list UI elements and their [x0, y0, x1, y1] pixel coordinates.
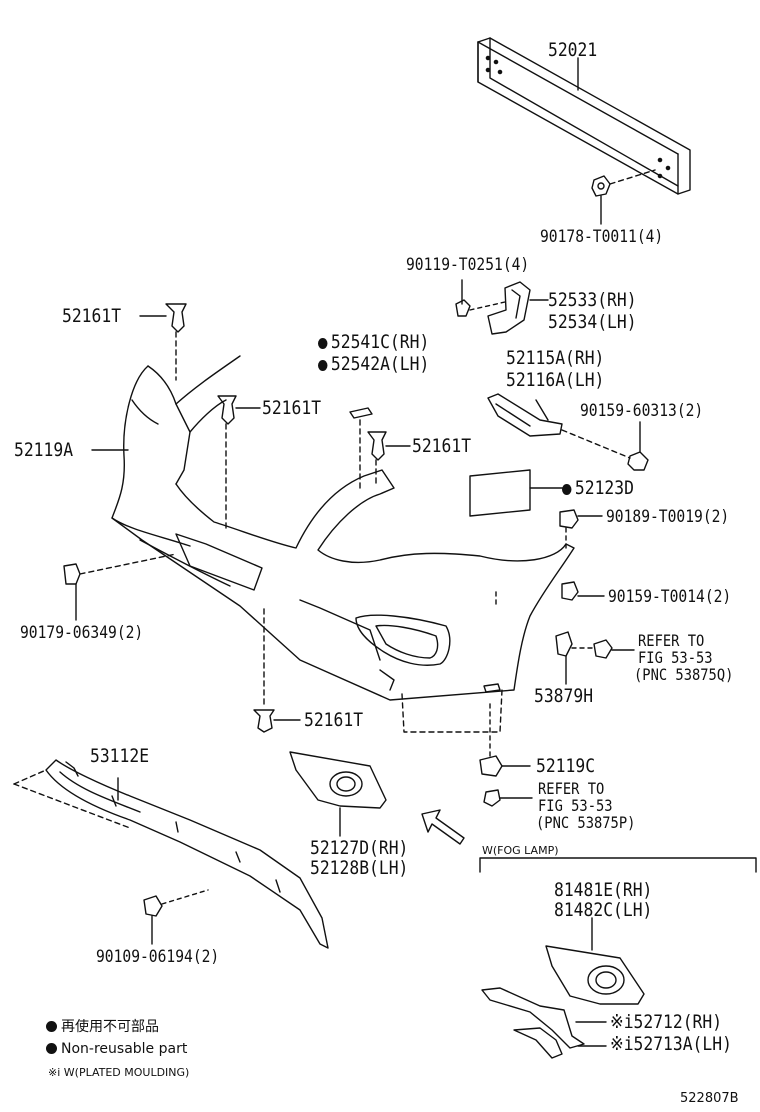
part-90119-label: 90119-T0251(4) — [406, 255, 530, 275]
clips-52161T-drawing — [139, 303, 411, 733]
legend-text-1: 再使用不可部品 — [61, 1019, 159, 1035]
part-52542-text: 52542A(LH) — [330, 353, 430, 375]
clip-90179-drawing — [63, 553, 177, 621]
part-52119C-label: 52119C — [536, 755, 596, 777]
plated-mark-1: ※i — [610, 1011, 634, 1033]
part-90109-label: 90109-06194(2) — [96, 947, 220, 967]
legend-dot-icon — [46, 1021, 57, 1032]
legend-line-english: Non-reusable part — [46, 1040, 187, 1058]
refer-fig-label-1-line3: (PNC 53875Q) — [634, 665, 734, 684]
direction-arrow-drawing — [421, 809, 465, 845]
part-52542-label: 52542A(LH) — [318, 354, 429, 374]
lower-grille-53112E-drawing — [13, 759, 329, 949]
bracket-52541-drawing — [349, 407, 373, 489]
legend-dot-icon — [46, 1043, 57, 1054]
part-52541-label: 52541C(RH) — [318, 332, 429, 352]
part-81482-label: 81482C(LH) — [554, 899, 653, 921]
fog-lamp-group-frame — [479, 857, 757, 873]
moulding-52712-drawing — [481, 987, 607, 1059]
bracket-53879-drawing — [555, 631, 635, 685]
part-52161T-label-top: 52161T — [62, 305, 122, 327]
part-52534-label: 52534(LH) — [548, 311, 637, 333]
part-53879H-label: 53879H — [534, 685, 594, 707]
part-90159-T0014-label: 90159-T0014(2) — [608, 587, 732, 607]
part-52161T-label-right: 52161T — [412, 435, 472, 457]
part-52115-label: 52115A(RH) — [506, 347, 605, 369]
fasteners-right-drawing — [559, 509, 605, 601]
nut-90178-drawing — [591, 169, 656, 225]
part-52533-label: 52533(RH) — [548, 289, 637, 311]
legend-line-japanese: 再使用不可部品 — [46, 1018, 159, 1036]
screw-90109-drawing — [143, 889, 209, 945]
bracket-52533-drawing — [455, 279, 549, 335]
refer-fig-label-1-line1: REFER TO — [638, 631, 705, 650]
part-52128-label: 52128B(LH) — [310, 857, 409, 879]
part-52021-label: 52021 — [548, 39, 598, 61]
refer-fig-label-1-line2: FIG 53-53 — [638, 648, 713, 667]
figure-id: 522807B — [680, 1091, 739, 1106]
part-52123D-text: 52123D — [574, 477, 634, 499]
part-52127-label: 52127D(RH) — [310, 837, 409, 859]
non-reusable-dot-icon — [318, 360, 328, 371]
clip-52119C-drawing — [479, 699, 533, 807]
non-reusable-dot-icon — [318, 338, 328, 349]
bumper-reinforcement-drawing — [477, 37, 691, 195]
part-52119A-label: 52119A — [14, 439, 74, 461]
part-52161T-label-mid: 52161T — [262, 397, 322, 419]
part-90159-60313-label: 90159-60313(2) — [580, 401, 704, 421]
fog-lamp-heading: W(FOG LAMP) — [482, 844, 559, 857]
part-52116-label: 52116A(LH) — [506, 369, 605, 391]
part-90189-label: 90189-T0019(2) — [606, 507, 730, 527]
retainer-52115-drawing — [487, 393, 649, 471]
bumper-cover-52119A-drawing — [91, 355, 575, 733]
plate-52123-drawing — [469, 469, 563, 517]
legend-plated-note: ※i W(PLATED MOULDING) — [48, 1066, 190, 1079]
non-reusable-dot-icon — [562, 484, 572, 495]
legend-text-2: Non-reusable part — [61, 1041, 188, 1057]
fog-cover-52127-drawing — [289, 751, 387, 837]
part-52712-label: ※i52712(RH) — [610, 1012, 722, 1032]
part-52541-text: 52541C(RH) — [330, 331, 430, 353]
part-90178-label: 90178-T0011(4) — [540, 227, 664, 247]
refer-fig-label-2-line2: FIG 53-53 — [538, 796, 613, 815]
part-52161T-label-bottom: 52161T — [304, 709, 364, 731]
part-52713-text: 52713A(LH) — [633, 1033, 732, 1055]
part-81481-label: 81481E(RH) — [554, 879, 653, 901]
fog-cover-81481-drawing — [545, 917, 645, 1005]
part-53112E-label: 53112E — [90, 745, 150, 767]
part-52123D-label: 52123D — [562, 478, 634, 498]
part-52713-label: ※i52713A(LH) — [610, 1034, 732, 1054]
part-90179-label: 90179-06349(2) — [20, 623, 144, 643]
refer-fig-label-2-line1: REFER TO — [538, 779, 605, 798]
refer-fig-label-2-line3: (PNC 53875P) — [536, 813, 636, 832]
part-52712-text: 52712(RH) — [633, 1011, 723, 1033]
plated-mark-2: ※i — [610, 1033, 634, 1055]
